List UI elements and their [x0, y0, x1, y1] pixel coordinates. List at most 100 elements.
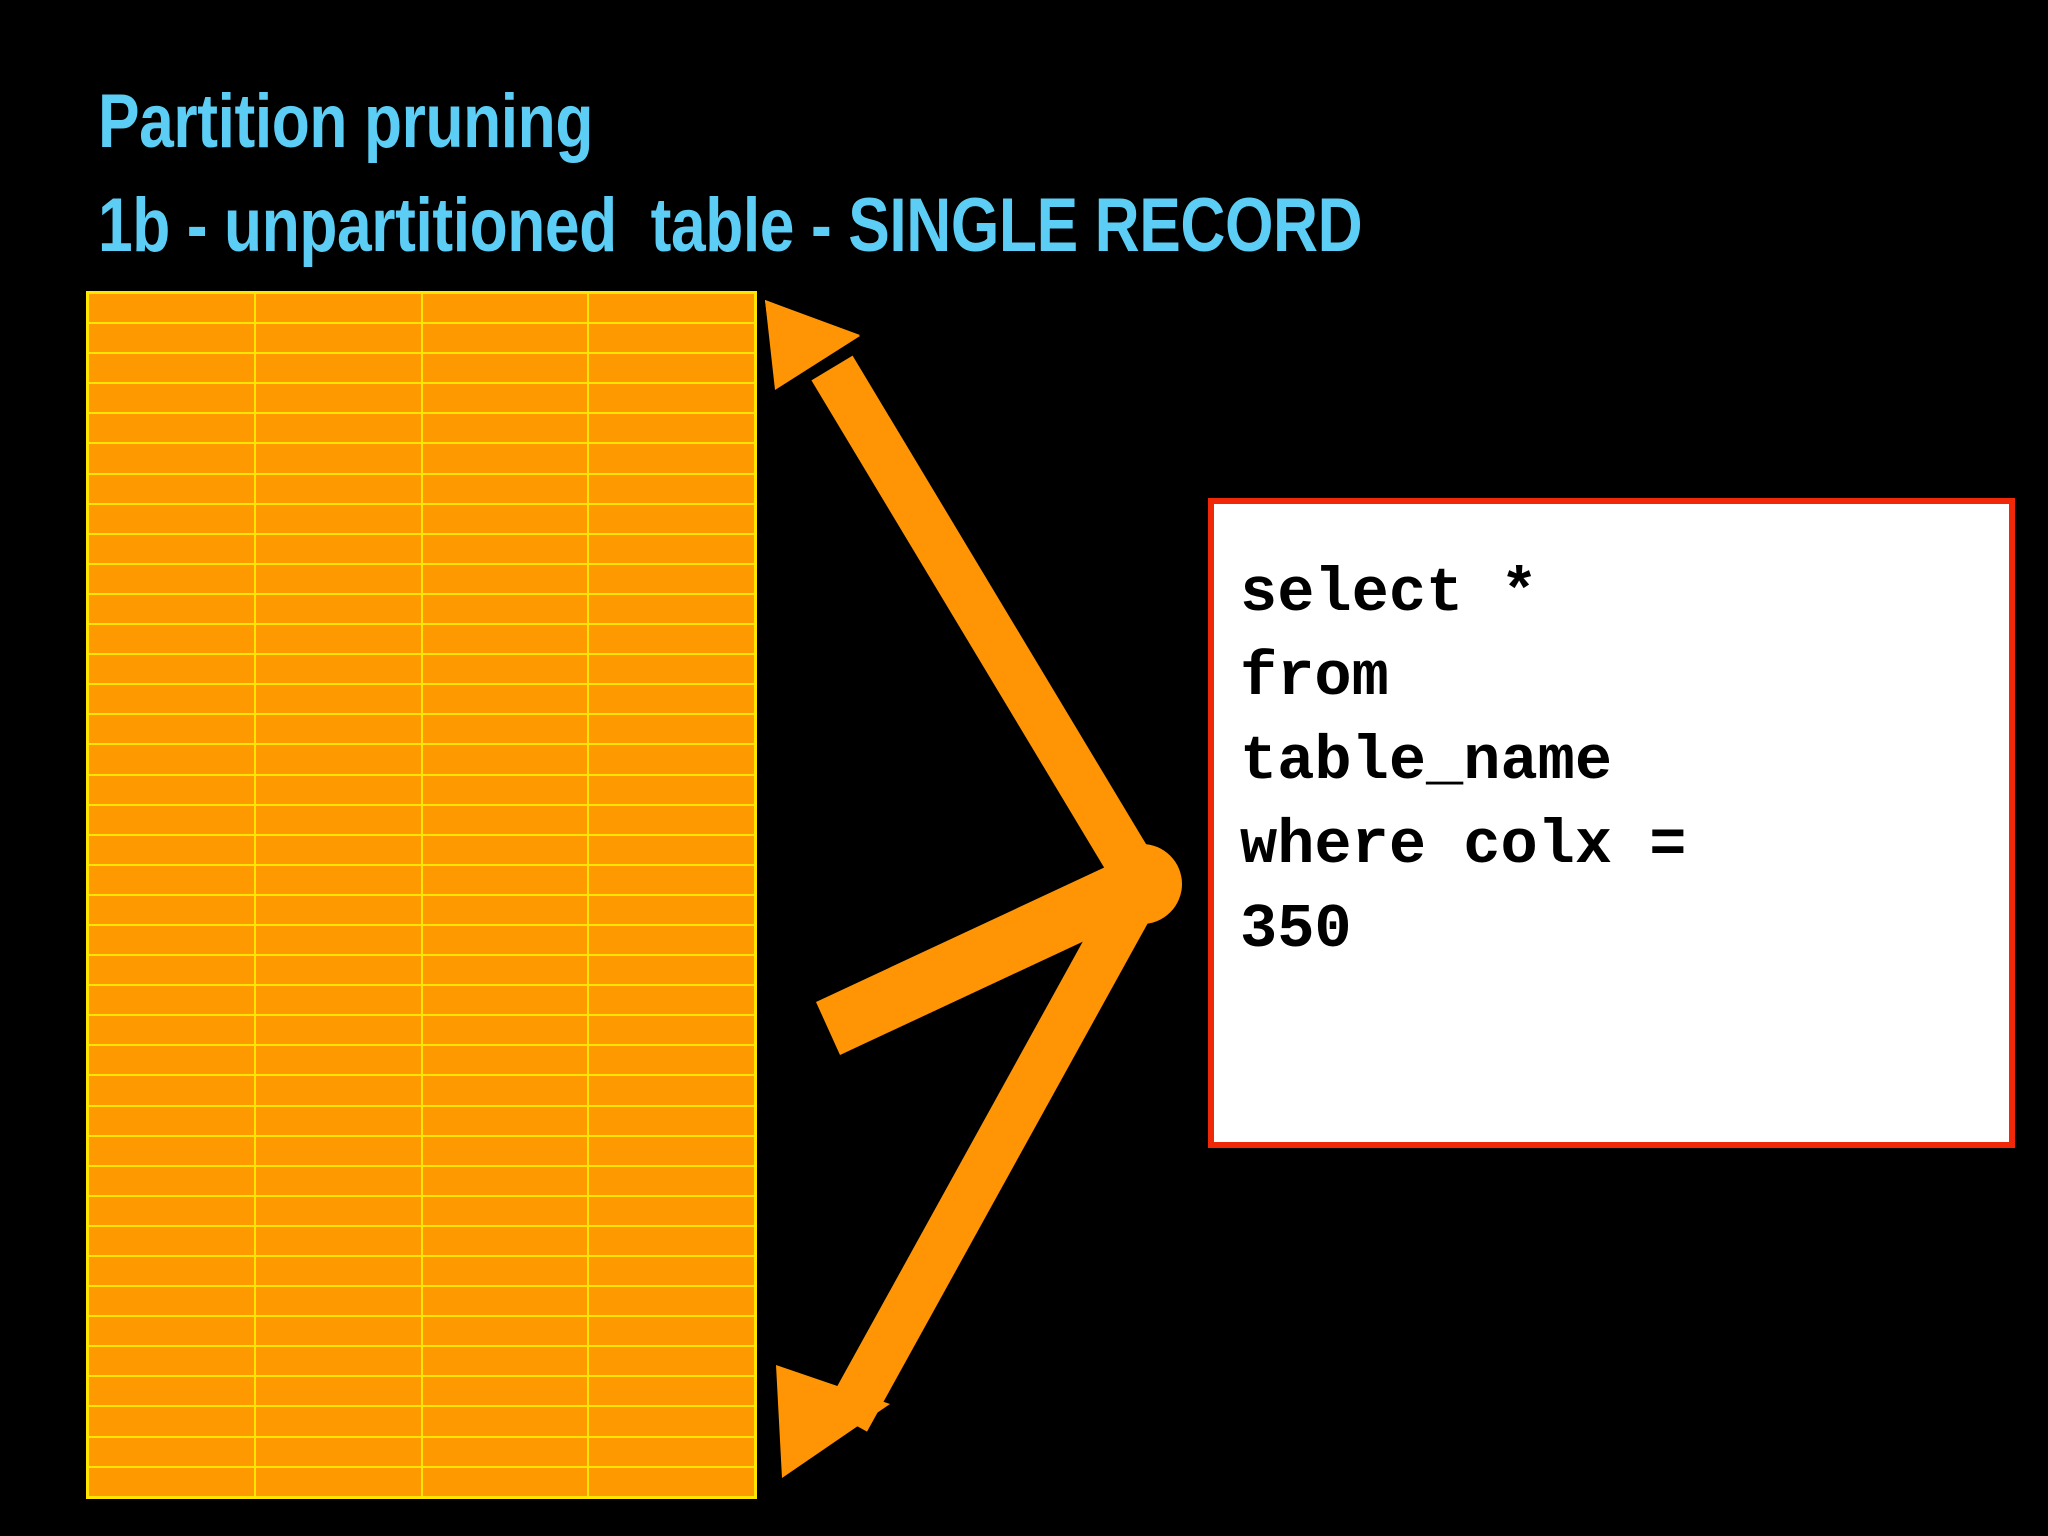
- table-cell: [255, 956, 423, 985]
- table-cell: [89, 594, 256, 624]
- arrow-shapes: [816, 855, 1155, 1055]
- table-cell: [255, 1076, 423, 1105]
- table-cell: [422, 1377, 590, 1406]
- table-cell: [422, 324, 590, 353]
- table-cell: [422, 474, 590, 503]
- table-cell: [89, 324, 256, 353]
- table-cell: [422, 986, 590, 1015]
- table-cell: [255, 805, 423, 834]
- table-cell: [589, 384, 754, 413]
- table-cell: [255, 504, 423, 533]
- table-cell: [422, 865, 590, 894]
- table-cell: [255, 1437, 423, 1466]
- table-cell: [255, 1136, 423, 1165]
- table-cell: [422, 775, 590, 804]
- table-cell: [89, 1136, 256, 1165]
- table-cell: [422, 1437, 590, 1466]
- table-cell: [255, 564, 423, 593]
- table-row: [89, 414, 754, 445]
- arrow-shaft-upper: [816, 855, 1155, 1055]
- table-row: [89, 564, 754, 595]
- table-row: [89, 294, 754, 325]
- table-cell: [589, 294, 754, 323]
- table-row: [89, 745, 754, 776]
- table-cell: [89, 1437, 256, 1466]
- table-cell: [589, 805, 754, 834]
- table-cell: [589, 1076, 754, 1105]
- table-cell: [255, 625, 423, 654]
- table-row: [89, 805, 754, 836]
- table-row: [89, 1106, 754, 1137]
- table-cell: [422, 1046, 590, 1075]
- table-cell: [589, 835, 754, 864]
- arrow-head-up-solid: [765, 300, 860, 390]
- table-cell: [89, 865, 256, 894]
- table-cell: [89, 564, 256, 593]
- table-cell: [89, 685, 256, 714]
- table-cell: [589, 564, 754, 593]
- table-cell: [422, 1136, 590, 1165]
- table-cell: [255, 835, 423, 864]
- table-cell: [422, 504, 590, 533]
- table-cell: [422, 745, 590, 774]
- table-cell: [589, 1437, 754, 1466]
- table-row: [89, 1016, 754, 1047]
- table-cell: [255, 986, 423, 1015]
- table-cell: [589, 1166, 754, 1195]
- table-cell: [422, 925, 590, 955]
- table-cell: [589, 1347, 754, 1376]
- table-cell: [255, 534, 423, 563]
- arrow-head-up-wing: [765, 300, 860, 386]
- sql-code-text: select * from table_name where colx = 35…: [1240, 558, 1687, 965]
- table-cell: [589, 865, 754, 894]
- table-cell: [422, 895, 590, 924]
- table-cell: [422, 354, 590, 383]
- table-cell: [255, 925, 423, 955]
- table-cell: [589, 1016, 754, 1045]
- table-cell: [255, 384, 423, 413]
- table-cell: [255, 1226, 423, 1255]
- table-row: [89, 1166, 754, 1197]
- table-cell: [589, 986, 754, 1015]
- table-row: [89, 1407, 754, 1438]
- table-cell: [89, 504, 256, 533]
- table-cell: [422, 1016, 590, 1045]
- table-row: [89, 1136, 754, 1167]
- table-cell: [589, 354, 754, 383]
- table-row: [89, 1317, 754, 1348]
- table-row: [89, 474, 754, 505]
- table-cell: [89, 1257, 256, 1286]
- table-cell: [589, 444, 754, 473]
- arrow-head-down: [776, 1365, 890, 1478]
- table-cell: [422, 655, 590, 684]
- table-row: [89, 1076, 754, 1107]
- table-cell: [255, 354, 423, 383]
- table-cell: [422, 1076, 590, 1105]
- table-cell: [589, 775, 754, 804]
- table-cell: [89, 956, 256, 985]
- table-cell: [589, 594, 754, 624]
- table-cell: [255, 1106, 423, 1135]
- table-row: [89, 715, 754, 746]
- table-cell: [255, 1377, 423, 1406]
- table-row: [89, 685, 754, 716]
- table-cell: [422, 1257, 590, 1286]
- table-cell: [89, 925, 256, 955]
- table-cell: [255, 324, 423, 353]
- table-cell: [89, 715, 256, 744]
- table-row: [89, 625, 754, 656]
- table-cell: [89, 1076, 256, 1105]
- table-cell: [255, 1166, 423, 1195]
- table-cell: [422, 715, 590, 744]
- table-cell: [589, 414, 754, 443]
- table-cell: [422, 1226, 590, 1255]
- table-cell: [422, 1196, 590, 1225]
- table-cell: [255, 685, 423, 714]
- table-cell: [422, 1407, 590, 1436]
- table-row: [89, 925, 754, 957]
- table-cell: [255, 745, 423, 774]
- table-cell: [89, 895, 256, 924]
- table-cell: [589, 715, 754, 744]
- table-cell: [89, 1166, 256, 1195]
- table-cell: [89, 775, 256, 804]
